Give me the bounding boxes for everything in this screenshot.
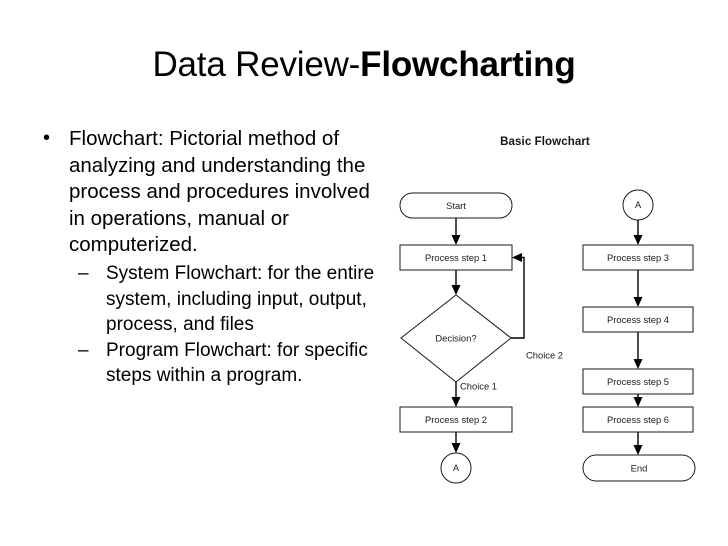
flowchart-arrow-process5-to-process6 xyxy=(633,394,643,407)
process-step-4-label: Process step 4 xyxy=(607,314,669,325)
flowchart-node-process-step-6: Process step 6 xyxy=(582,406,694,433)
bullet-item-program-flowchart: – Program Flowchart: for specific steps … xyxy=(68,338,388,389)
flowchart-node-process-step-4: Process step 4 xyxy=(582,306,694,333)
page-title-bold: Flowcharting xyxy=(360,45,576,84)
connector-a-out-label: A xyxy=(453,462,460,473)
flowchart-arrow-process4-to-process5 xyxy=(633,332,643,369)
bullet-text: Flowchart: Pictorial method of analyzing… xyxy=(69,127,370,257)
bullet-item-system-flowchart: – System Flowchart: for the entire syste… xyxy=(68,261,388,338)
bullet-text: System Flowchart: for the entire system,… xyxy=(106,262,375,336)
flowchart-arrow-start-to-process1 xyxy=(451,218,461,245)
flowchart-arrow-process2-to-connector xyxy=(451,432,461,453)
flowchart-node-end: End xyxy=(582,454,696,482)
bullet-item-flowchart-definition: • Flowchart: Pictorial method of analyzi… xyxy=(36,126,388,259)
bullet-marker-dash: – xyxy=(78,339,89,361)
bullet-list: • Flowchart: Pictorial method of analyzi… xyxy=(36,126,388,389)
page-title: Data Review-Flowcharting xyxy=(0,44,728,86)
flowchart-arrow-process3-to-process4 xyxy=(633,270,643,307)
flowchart-node-start: Start xyxy=(399,192,513,219)
end-label: End xyxy=(631,462,648,473)
edge-label-choice-2: Choice 2 xyxy=(526,349,563,360)
flowchart-figure: Basic Flowchart Start Process step 1 Dec… xyxy=(380,128,720,503)
flowchart-arrow-process6-to-end xyxy=(633,432,643,455)
flowchart-node-connector-a-out: A xyxy=(440,452,472,484)
process-step-4-shape xyxy=(582,306,694,333)
process-step-3-label: Process step 3 xyxy=(607,252,669,263)
flowchart-node-process-step-3: Process step 3 xyxy=(582,244,694,271)
edge-label-choice-1: Choice 1 xyxy=(460,380,497,391)
process-step-1-label: Process step 1 xyxy=(425,252,487,263)
bullet-marker-dot: • xyxy=(43,127,51,149)
decision-label: Decision? xyxy=(435,332,476,343)
connector-a-in-label: A xyxy=(635,199,642,210)
page-title-light: Data Review- xyxy=(152,45,361,84)
flowchart-arrow-choice1 xyxy=(451,382,461,407)
flowchart-node-connector-a-in: A xyxy=(622,189,654,221)
process-step-2-label: Process step 2 xyxy=(425,414,487,425)
flowchart-arrow-connector-to-process3 xyxy=(633,220,643,245)
flowchart-arrow-choice2-loop xyxy=(511,253,525,339)
bullet-marker-dash: – xyxy=(78,262,89,284)
start-label: Start xyxy=(446,200,466,211)
flowchart-node-process-step-5: Process step 5 xyxy=(582,368,694,395)
process-step-6-shape xyxy=(582,406,694,433)
flowchart-caption: Basic Flowchart xyxy=(500,136,590,148)
flowchart-node-decision: Decision? xyxy=(400,294,512,383)
connector-a-out-shape xyxy=(440,452,472,484)
process-step-2-shape xyxy=(399,406,513,433)
process-step-5-label: Process step 5 xyxy=(607,376,669,387)
flowchart-node-process-step-1: Process step 1 xyxy=(399,244,513,271)
flowchart-diagram: Start Process step 1 Decision? Choice 2 xyxy=(399,189,696,484)
process-step-3-shape xyxy=(582,244,694,271)
bullet-text: Program Flowchart: for specific steps wi… xyxy=(106,339,368,387)
flowchart-node-process-step-2: Process step 2 xyxy=(399,406,513,433)
end-terminator-shape xyxy=(582,454,696,482)
process-step-6-label: Process step 6 xyxy=(607,414,669,425)
process-step-5-shape xyxy=(582,368,694,395)
flowchart-arrow-process1-to-decision xyxy=(451,270,461,295)
